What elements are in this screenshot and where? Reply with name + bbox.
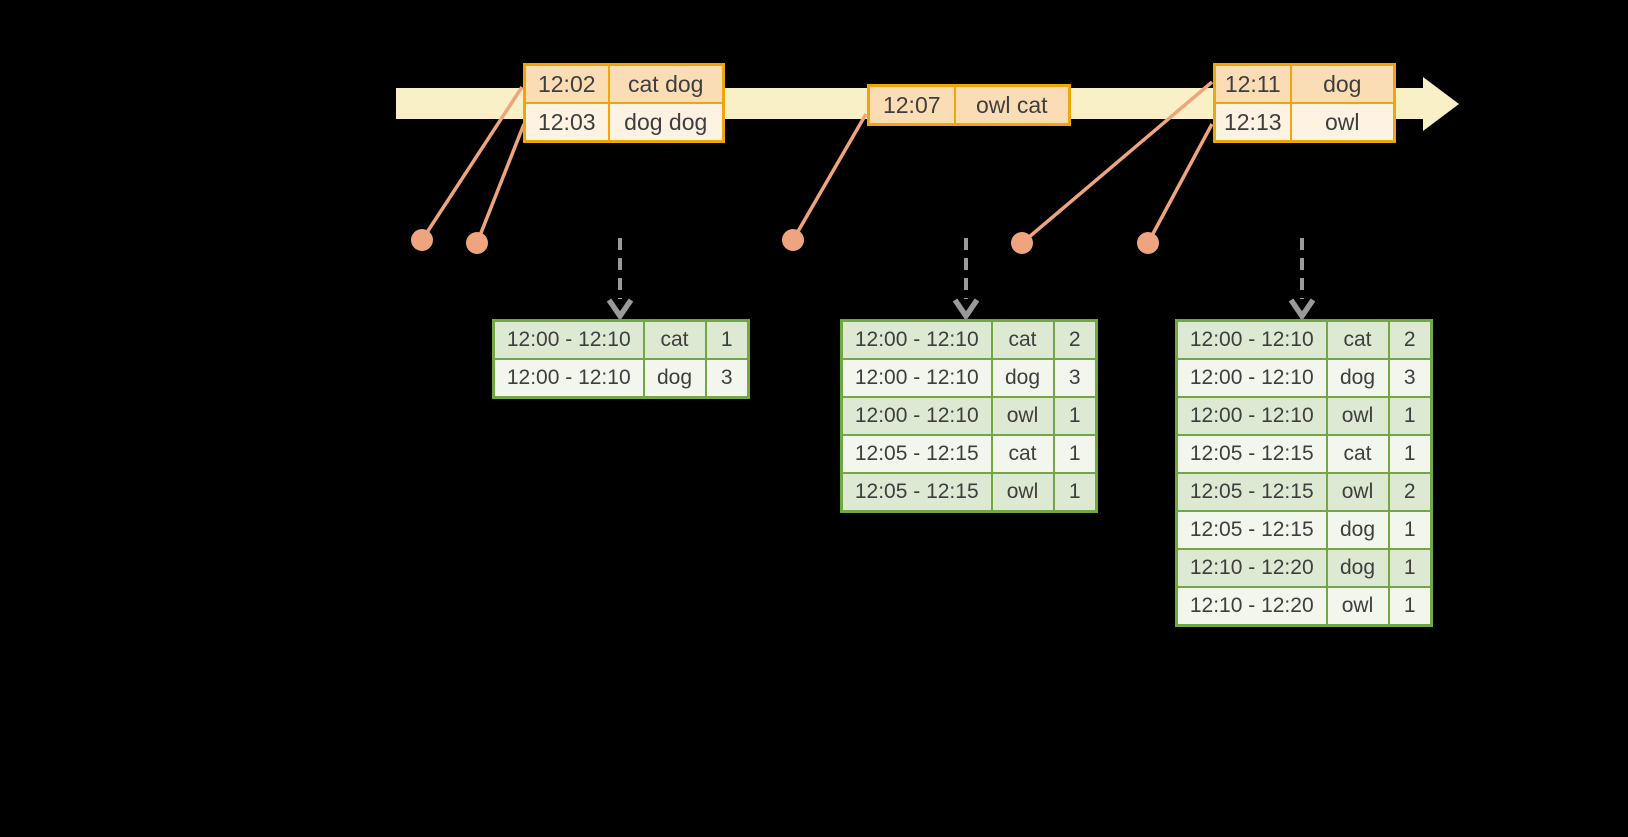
event-time-cell: 12:02: [523, 63, 610, 104]
window-cell: 12:00 - 12:10: [492, 358, 645, 399]
window-cell: 12:00 - 12:10: [1175, 358, 1328, 398]
timeline-arrowhead-icon: [1423, 77, 1459, 131]
event-marker-dot: [411, 229, 433, 251]
table-row: 12:00 - 12:10 cat 1: [492, 319, 750, 360]
table-row: 12:00 - 12:10 dog 3: [492, 358, 750, 399]
table-row: 12:00 - 12:10 dog 3: [1175, 358, 1433, 398]
count-cell: 3: [1052, 358, 1098, 398]
table-row: 12:07 owl cat: [867, 84, 1071, 126]
table-row: 12:05 - 12:15 cat 1: [1175, 434, 1433, 474]
trigger-arrows: [606, 238, 1316, 321]
event-words-cell: owl: [1289, 102, 1396, 143]
word-cell: cat: [1325, 319, 1390, 360]
event-words-cell: dog dog: [607, 102, 725, 143]
count-cell: 1: [1052, 434, 1098, 474]
event-words-cell: cat dog: [607, 63, 725, 104]
event-time-cell: 12:03: [523, 102, 610, 143]
table-row: 12:00 - 12:10 cat 2: [1175, 319, 1433, 360]
window-cell: 12:00 - 12:10: [492, 319, 645, 360]
word-cell: cat: [990, 319, 1055, 360]
table-row: 12:05 - 12:15 owl 2: [1175, 472, 1433, 512]
result-table-3: 12:00 - 12:10 cat 2 12:00 - 12:10 dog 3 …: [1175, 319, 1433, 627]
count-cell: 1: [1387, 548, 1433, 588]
event-marker-dots: [411, 229, 1159, 254]
count-cell: 1: [1052, 396, 1098, 436]
event-table-2: 12:07 owl cat: [867, 84, 1071, 126]
window-cell: 12:05 - 12:15: [1175, 510, 1328, 550]
event-connector-lines: [420, 80, 1214, 245]
connector-line: [791, 113, 868, 241]
table-row: 12:10 - 12:20 dog 1: [1175, 548, 1433, 588]
table-row: 12:05 - 12:15 cat 1: [840, 434, 1098, 474]
connector-line: [420, 86, 524, 241]
window-cell: 12:10 - 12:20: [1175, 548, 1328, 588]
word-cell: owl: [1325, 396, 1390, 436]
count-cell: 3: [704, 358, 750, 399]
table-row: 12:05 - 12:15 owl 1: [840, 472, 1098, 513]
table-row: 12:13 owl: [1213, 102, 1396, 143]
count-cell: 1: [1052, 472, 1098, 513]
word-cell: dog: [642, 358, 707, 399]
word-cell: owl: [1325, 472, 1390, 512]
word-cell: cat: [642, 319, 707, 360]
window-cell: 12:00 - 12:10: [1175, 396, 1328, 436]
word-cell: cat: [990, 434, 1055, 474]
event-table-1: 12:02 cat dog 12:03 dog dog: [523, 63, 725, 143]
event-marker-dot: [1011, 232, 1033, 254]
word-cell: cat: [1325, 434, 1390, 474]
window-cell: 12:05 - 12:15: [840, 472, 993, 513]
event-time-cell: 12:11: [1213, 63, 1292, 104]
table-row: 12:00 - 12:10 owl 1: [840, 396, 1098, 436]
count-cell: 1: [1387, 586, 1433, 627]
result-table-2: 12:00 - 12:10 cat 2 12:00 - 12:10 dog 3 …: [840, 319, 1098, 513]
table-row: 12:10 - 12:20 owl 1: [1175, 586, 1433, 627]
window-cell: 12:00 - 12:10: [1175, 319, 1328, 360]
table-row: 12:05 - 12:15 dog 1: [1175, 510, 1433, 550]
window-cell: 12:10 - 12:20: [1175, 586, 1328, 627]
count-cell: 1: [1387, 396, 1433, 436]
count-cell: 2: [1387, 319, 1433, 360]
table-row: 12:02 cat dog: [523, 63, 725, 104]
window-cell: 12:05 - 12:15: [840, 434, 993, 474]
event-words-cell: owl cat: [953, 84, 1071, 126]
event-time-cell: 12:13: [1213, 102, 1292, 143]
count-cell: 2: [1387, 472, 1433, 512]
event-words-cell: dog: [1289, 63, 1396, 104]
table-row: 12:00 - 12:10 owl 1: [1175, 396, 1433, 436]
window-cell: 12:00 - 12:10: [840, 396, 993, 436]
result-table-1: 12:00 - 12:10 cat 1 12:00 - 12:10 dog 3: [492, 319, 750, 399]
connector-line: [1020, 80, 1214, 245]
word-cell: dog: [1325, 548, 1390, 588]
word-cell: dog: [1325, 358, 1390, 398]
trigger-arrowhead-icon: [1288, 298, 1316, 321]
window-cell: 12:05 - 12:15: [1175, 434, 1328, 474]
count-cell: 1: [1387, 510, 1433, 550]
table-row: 12:00 - 12:10 dog 3: [840, 358, 1098, 398]
table-row: 12:11 dog: [1213, 63, 1396, 104]
event-table-3: 12:11 dog 12:13 owl: [1213, 63, 1396, 143]
count-cell: 2: [1052, 319, 1098, 360]
connector-line: [475, 123, 526, 244]
word-cell: dog: [990, 358, 1055, 398]
word-cell: dog: [1325, 510, 1390, 550]
trigger-arrowhead-icon: [952, 298, 980, 321]
event-time-cell: 12:07: [867, 84, 956, 126]
event-marker-dot: [1137, 232, 1159, 254]
connector-line: [1146, 123, 1214, 244]
event-marker-dot: [782, 229, 804, 251]
word-cell: owl: [990, 396, 1055, 436]
count-cell: 1: [1387, 434, 1433, 474]
table-row: 12:03 dog dog: [523, 102, 725, 143]
count-cell: 3: [1387, 358, 1433, 398]
window-cell: 12:05 - 12:15: [1175, 472, 1328, 512]
word-cell: owl: [990, 472, 1055, 513]
count-cell: 1: [704, 319, 750, 360]
window-cell: 12:00 - 12:10: [840, 319, 993, 360]
word-cell: owl: [1325, 586, 1390, 627]
trigger-arrowhead-icon: [606, 298, 634, 321]
window-cell: 12:00 - 12:10: [840, 358, 993, 398]
event-marker-dot: [466, 232, 488, 254]
table-row: 12:00 - 12:10 cat 2: [840, 319, 1098, 360]
